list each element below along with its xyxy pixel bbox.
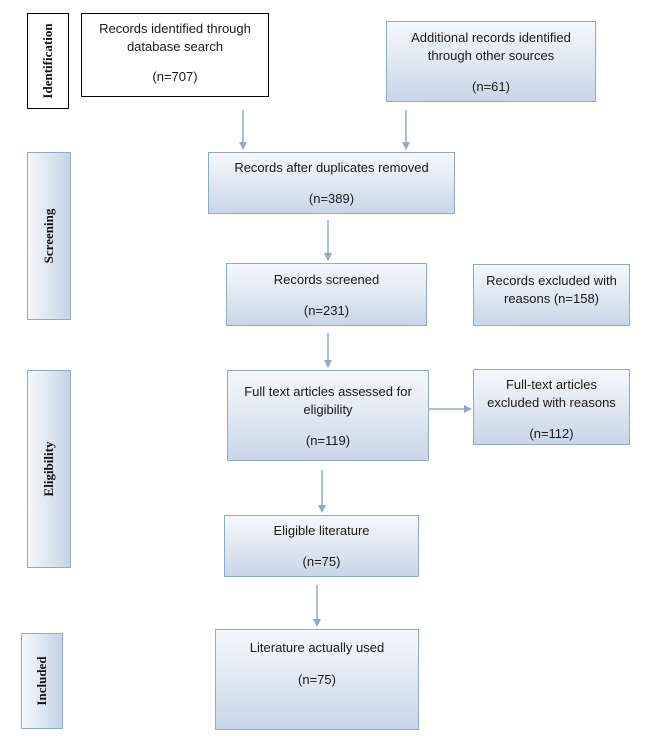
box-full-text-assessed-line1: Full text articles assessed for bbox=[244, 384, 412, 399]
phase-screening: Screening bbox=[27, 152, 71, 320]
box-full-text-assessed-line2: eligibility bbox=[303, 402, 353, 417]
box-eligible-literature-line1: Eligible literature bbox=[273, 523, 370, 538]
box-literature-used-line1: Literature actually used bbox=[249, 640, 385, 655]
box-database-search: Records identified through database sear… bbox=[81, 13, 269, 97]
box-full-text-assessed: Full text articles assessed for eligibil… bbox=[227, 370, 429, 461]
box-records-excluded-line2: reasons (n=158) bbox=[503, 291, 600, 306]
box-full-text-excluded-line1: Full-text articles bbox=[505, 377, 598, 392]
box-records-screened: Records screened (n=231) bbox=[226, 263, 427, 326]
box-literature-used-count: (n=75) bbox=[298, 672, 336, 687]
box-records-screened-line1: Records screened bbox=[273, 272, 380, 287]
phase-eligibility: Eligibility bbox=[27, 370, 71, 568]
box-other-sources: Additional records identified through ot… bbox=[386, 21, 596, 102]
box-other-sources-line1: Additional records identified bbox=[411, 30, 571, 45]
phase-included: Included bbox=[21, 633, 63, 729]
box-full-text-assessed-count: (n=119) bbox=[305, 433, 351, 448]
box-literature-used: Literature actually used (n=75) bbox=[215, 629, 419, 730]
box-database-search-line2: database search bbox=[126, 39, 224, 54]
box-eligible-literature-count: (n=75) bbox=[302, 554, 341, 569]
box-full-text-excluded: Full-text articles excluded with reasons… bbox=[473, 369, 630, 445]
phase-identification: Identification bbox=[27, 13, 69, 109]
box-other-sources-count: (n=61) bbox=[472, 79, 510, 94]
box-database-search-count: (n=707) bbox=[152, 69, 198, 84]
box-records-excluded: Records excluded with reasons (n=158) bbox=[473, 264, 630, 326]
box-records-excluded-line1: Records excluded with bbox=[486, 273, 617, 288]
box-other-sources-line2: through other sources bbox=[427, 48, 555, 63]
box-duplicates-removed: Records after duplicates removed (n=389) bbox=[208, 152, 455, 214]
box-eligible-literature: Eligible literature (n=75) bbox=[224, 515, 419, 577]
box-records-screened-count: (n=231) bbox=[303, 303, 350, 318]
box-database-search-line1: Records identified through bbox=[99, 21, 251, 36]
box-duplicates-removed-count: (n=389) bbox=[308, 191, 355, 206]
box-full-text-excluded-count: (n=112) bbox=[529, 426, 574, 441]
box-duplicates-removed-line1: Records after duplicates removed bbox=[234, 160, 429, 175]
box-full-text-excluded-line2: excluded with reasons bbox=[487, 395, 616, 410]
